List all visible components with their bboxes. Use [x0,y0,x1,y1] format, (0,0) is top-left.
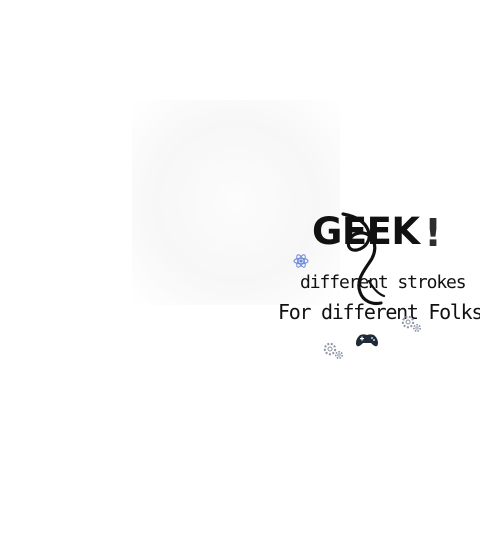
exclamation-mark: ! [424,211,442,255]
atom-icon [293,254,309,268]
gamepad-icon [355,334,379,347]
subtitle-line-1: different strokes [300,272,467,293]
swirl-stroke-icon [341,212,386,306]
gears-icon [401,315,422,333]
subtitle-line-2: For different Folks [278,300,480,324]
headline-text: GEEK [312,210,420,253]
gears-icon [323,342,344,360]
artwork-panel: GEEK ! different strokes For different F… [132,100,480,360]
